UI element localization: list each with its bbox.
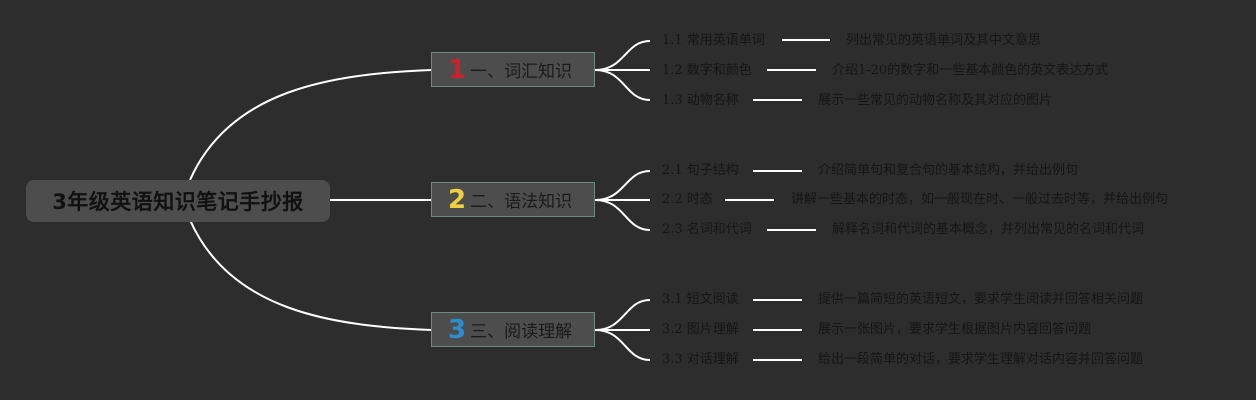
leaf-desc-2-3: 解释名词和代词的基本概念，并列出常见的名词和代词: [832, 222, 1145, 237]
leaf-desc-3-2: 展示一张图片，要求学生根据图片内容回答问题: [818, 322, 1092, 337]
leaf-label-3-3[interactable]: 3.3 对话理解: [662, 352, 739, 367]
link-root-branch-1: [189, 69, 432, 181]
root-node[interactable]: 3年级英语知识笔记手抄报: [26, 180, 330, 222]
branch-number-2: 2: [448, 184, 467, 215]
branch-label-1: 一、词汇知识: [470, 62, 573, 82]
link-b2-leaf-3: [594, 199, 651, 231]
root-title: 3年级英语知识笔记手抄报: [52, 190, 304, 214]
branch-number-1: 1: [448, 54, 467, 85]
branch-node-3[interactable]: 3 三、阅读理解: [431, 312, 595, 347]
branch-label-3: 三、阅读理解: [470, 322, 573, 342]
leaf-desc-1-2: 介绍1-20的数字和一些基本颜色的英文表达方式: [832, 63, 1109, 78]
leaf-desc-3-3: 给出一段简单的对话，要求学生理解对话内容并回答问题: [818, 352, 1144, 367]
leaf-desc-2-1: 介绍简单句和复合句的基本结构，并给出例句: [818, 163, 1079, 178]
link-b3-leaf-3: [594, 329, 651, 361]
leaf-label-1-1[interactable]: 1.1 常用英语单词: [662, 33, 765, 48]
link-b1-leaf-1: [594, 40, 651, 71]
link-b1-leaf-3: [594, 69, 651, 101]
branch-number-3: 3: [448, 314, 467, 345]
leaf-label-1-3[interactable]: 1.3 动物名称: [662, 93, 739, 108]
branch-label-2: 二、语法知识: [470, 192, 573, 212]
link-root-branch-3: [189, 219, 432, 331]
leaf-label-1-2[interactable]: 1.2 数字和颜色: [662, 63, 752, 78]
leaf-label-2-3[interactable]: 2.3 名词和代词: [662, 222, 752, 237]
leaf-label-2-1[interactable]: 2.1 句子结构: [662, 163, 739, 178]
leaf-desc-1-3: 展示一些常见的动物名称及其对应的图片: [818, 93, 1053, 108]
leaf-label-3-1[interactable]: 3.1 短文阅读: [662, 292, 739, 307]
link-b2-leaf-1: [594, 170, 651, 201]
branch-node-2[interactable]: 2 二、语法知识: [431, 182, 595, 217]
leaf-desc-1-1: 列出常见的英语单词及其中文意思: [846, 33, 1042, 48]
leaf-label-3-2[interactable]: 3.2 图片理解: [662, 322, 739, 337]
branch-node-1[interactable]: 1 一、词汇知识: [431, 52, 595, 87]
link-b3-leaf-1: [594, 299, 651, 331]
leaf-label-2-2[interactable]: 2.2 时态: [662, 192, 713, 207]
leaf-desc-2-2: 讲解一些基本的时态，如一般现在时、一般过去时等，并给出例句: [791, 192, 1169, 207]
leaf-desc-3-1: 提供一篇简短的英语短文，要求学生阅读并回答相关问题: [818, 292, 1144, 307]
